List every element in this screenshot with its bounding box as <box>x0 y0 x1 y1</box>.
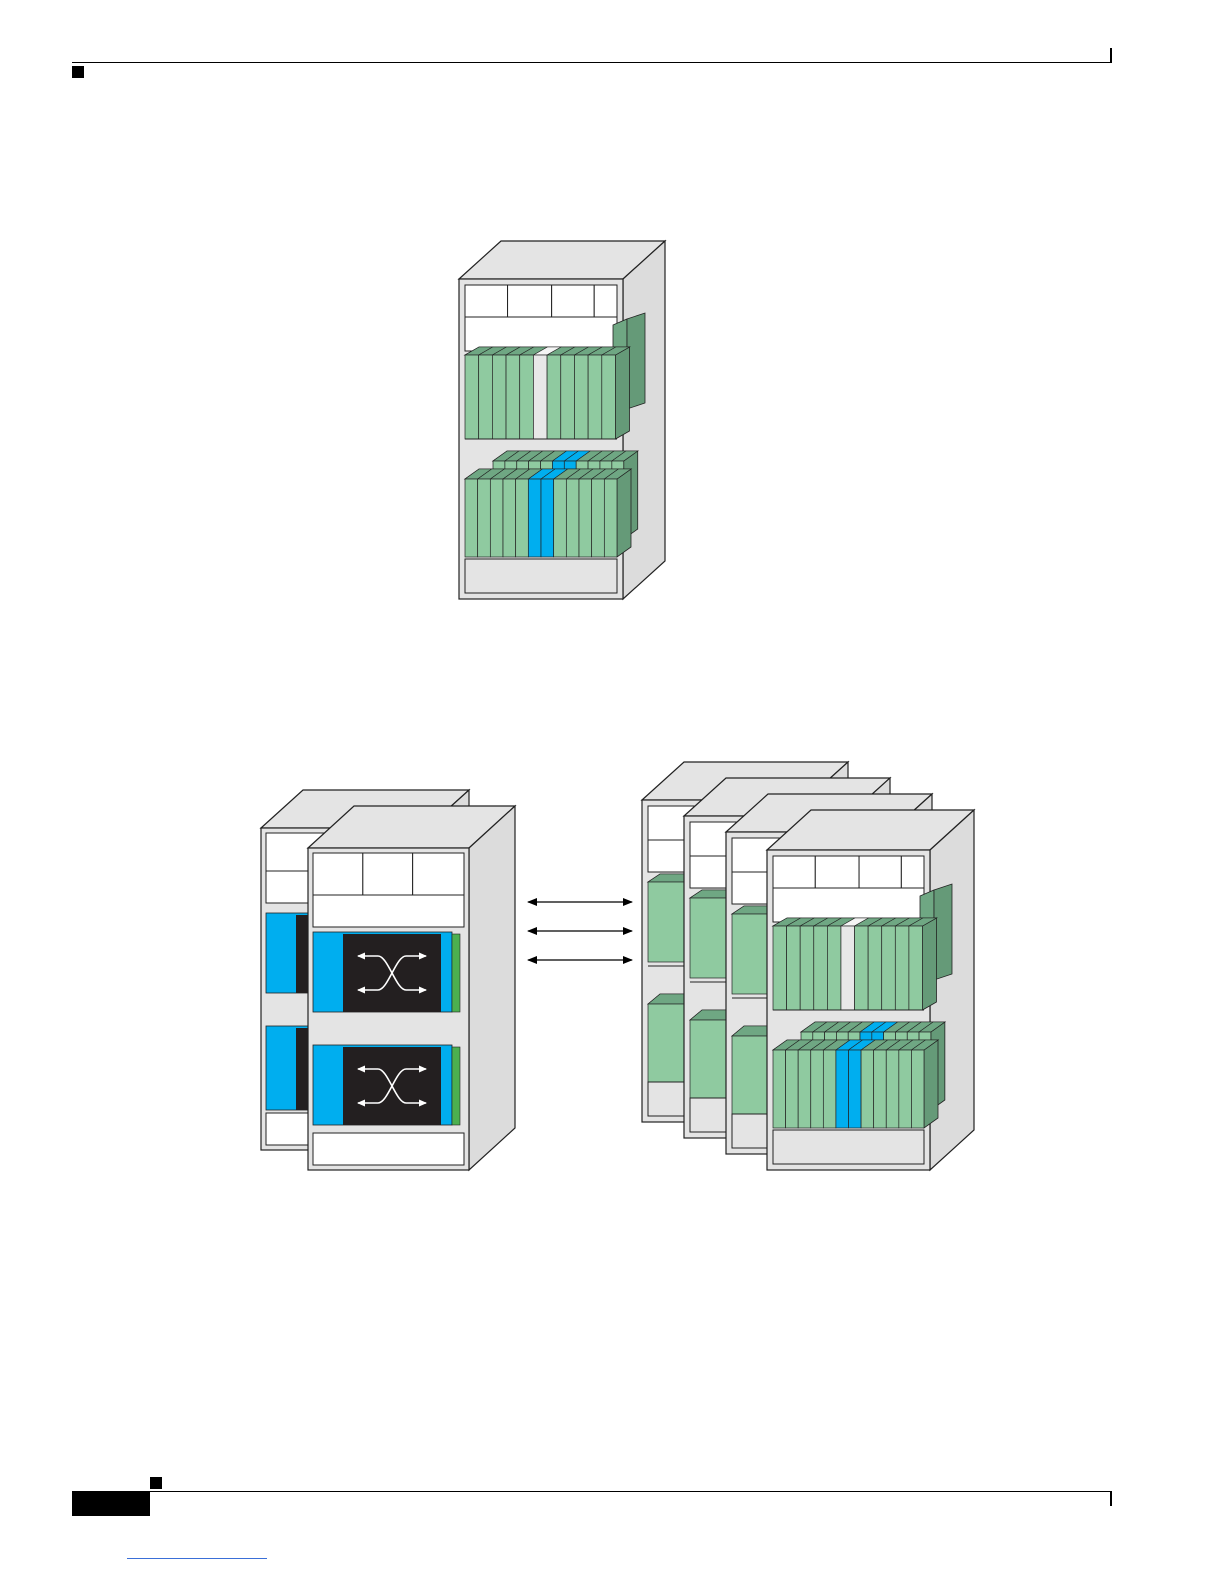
module-slot <box>815 856 859 888</box>
line-card <box>506 355 520 439</box>
line-card <box>886 1050 899 1128</box>
card-block-side <box>617 469 631 557</box>
line-card <box>690 1020 728 1098</box>
line-card <box>811 1050 824 1128</box>
line-card <box>800 926 814 1010</box>
line-card <box>798 1050 811 1128</box>
module-slot <box>552 285 595 317</box>
fan-tray <box>313 1133 464 1165</box>
line-card <box>732 914 770 994</box>
line-card <box>690 898 728 978</box>
line-card <box>773 926 787 1010</box>
line-card <box>911 1050 924 1128</box>
module-slot <box>859 856 901 888</box>
line-card <box>895 926 909 1010</box>
line-card <box>490 479 503 557</box>
fabric-card-edge <box>452 1047 460 1125</box>
line-card <box>855 926 869 1010</box>
line-card <box>479 355 493 439</box>
line-card <box>533 355 547 439</box>
line-card <box>602 355 616 439</box>
line-card <box>541 479 554 557</box>
chassis-side <box>469 806 515 1170</box>
line-card <box>520 355 534 439</box>
module-slot <box>363 853 413 895</box>
line-card <box>874 1050 887 1128</box>
line-card <box>841 926 855 1010</box>
line-card <box>732 1036 770 1114</box>
module-slot <box>594 285 617 317</box>
line-card <box>861 1050 874 1128</box>
line-card <box>561 355 575 439</box>
line-card <box>465 355 479 439</box>
line-card <box>836 1050 849 1128</box>
line-card <box>478 479 491 557</box>
line-card <box>592 479 605 557</box>
line-card <box>516 479 529 557</box>
fan-tray <box>773 1130 924 1164</box>
line-card <box>574 355 588 439</box>
card-block-side <box>922 918 936 1010</box>
line-card <box>868 926 882 1010</box>
line-card <box>814 926 828 1010</box>
display-panel <box>465 317 617 351</box>
line-card <box>528 479 541 557</box>
display-panel <box>313 895 464 927</box>
module-slot <box>413 853 464 895</box>
line-card <box>882 926 896 1010</box>
module-slot <box>901 856 924 888</box>
display-panel <box>773 888 924 922</box>
line-card <box>909 926 923 1010</box>
line-card <box>648 882 686 962</box>
line-card <box>492 355 506 439</box>
line-card <box>827 926 841 1010</box>
module-slot <box>313 853 363 895</box>
line-card <box>588 355 602 439</box>
line-card <box>465 479 478 557</box>
module-slot <box>773 856 815 888</box>
fabric-card-edge <box>452 934 460 1012</box>
module-slot <box>508 285 552 317</box>
line-card <box>849 1050 862 1128</box>
line-card <box>899 1050 912 1128</box>
line-card <box>787 926 801 1010</box>
line-card <box>579 479 592 557</box>
line-card <box>547 355 561 439</box>
line-card <box>823 1050 836 1128</box>
line-card <box>786 1050 799 1128</box>
line-card <box>604 479 617 557</box>
line-card-chassis-4 <box>767 810 974 1170</box>
module-slot <box>465 285 508 317</box>
line-card <box>566 479 579 557</box>
line-card <box>773 1050 786 1128</box>
single-chassis <box>459 241 665 599</box>
line-card <box>648 1004 686 1082</box>
fabric-chassis-front <box>308 806 515 1170</box>
fan-tray <box>465 559 617 593</box>
line-card <box>554 479 567 557</box>
line-card <box>503 479 516 557</box>
card-block-side <box>924 1040 938 1128</box>
card-block-side <box>615 347 629 439</box>
